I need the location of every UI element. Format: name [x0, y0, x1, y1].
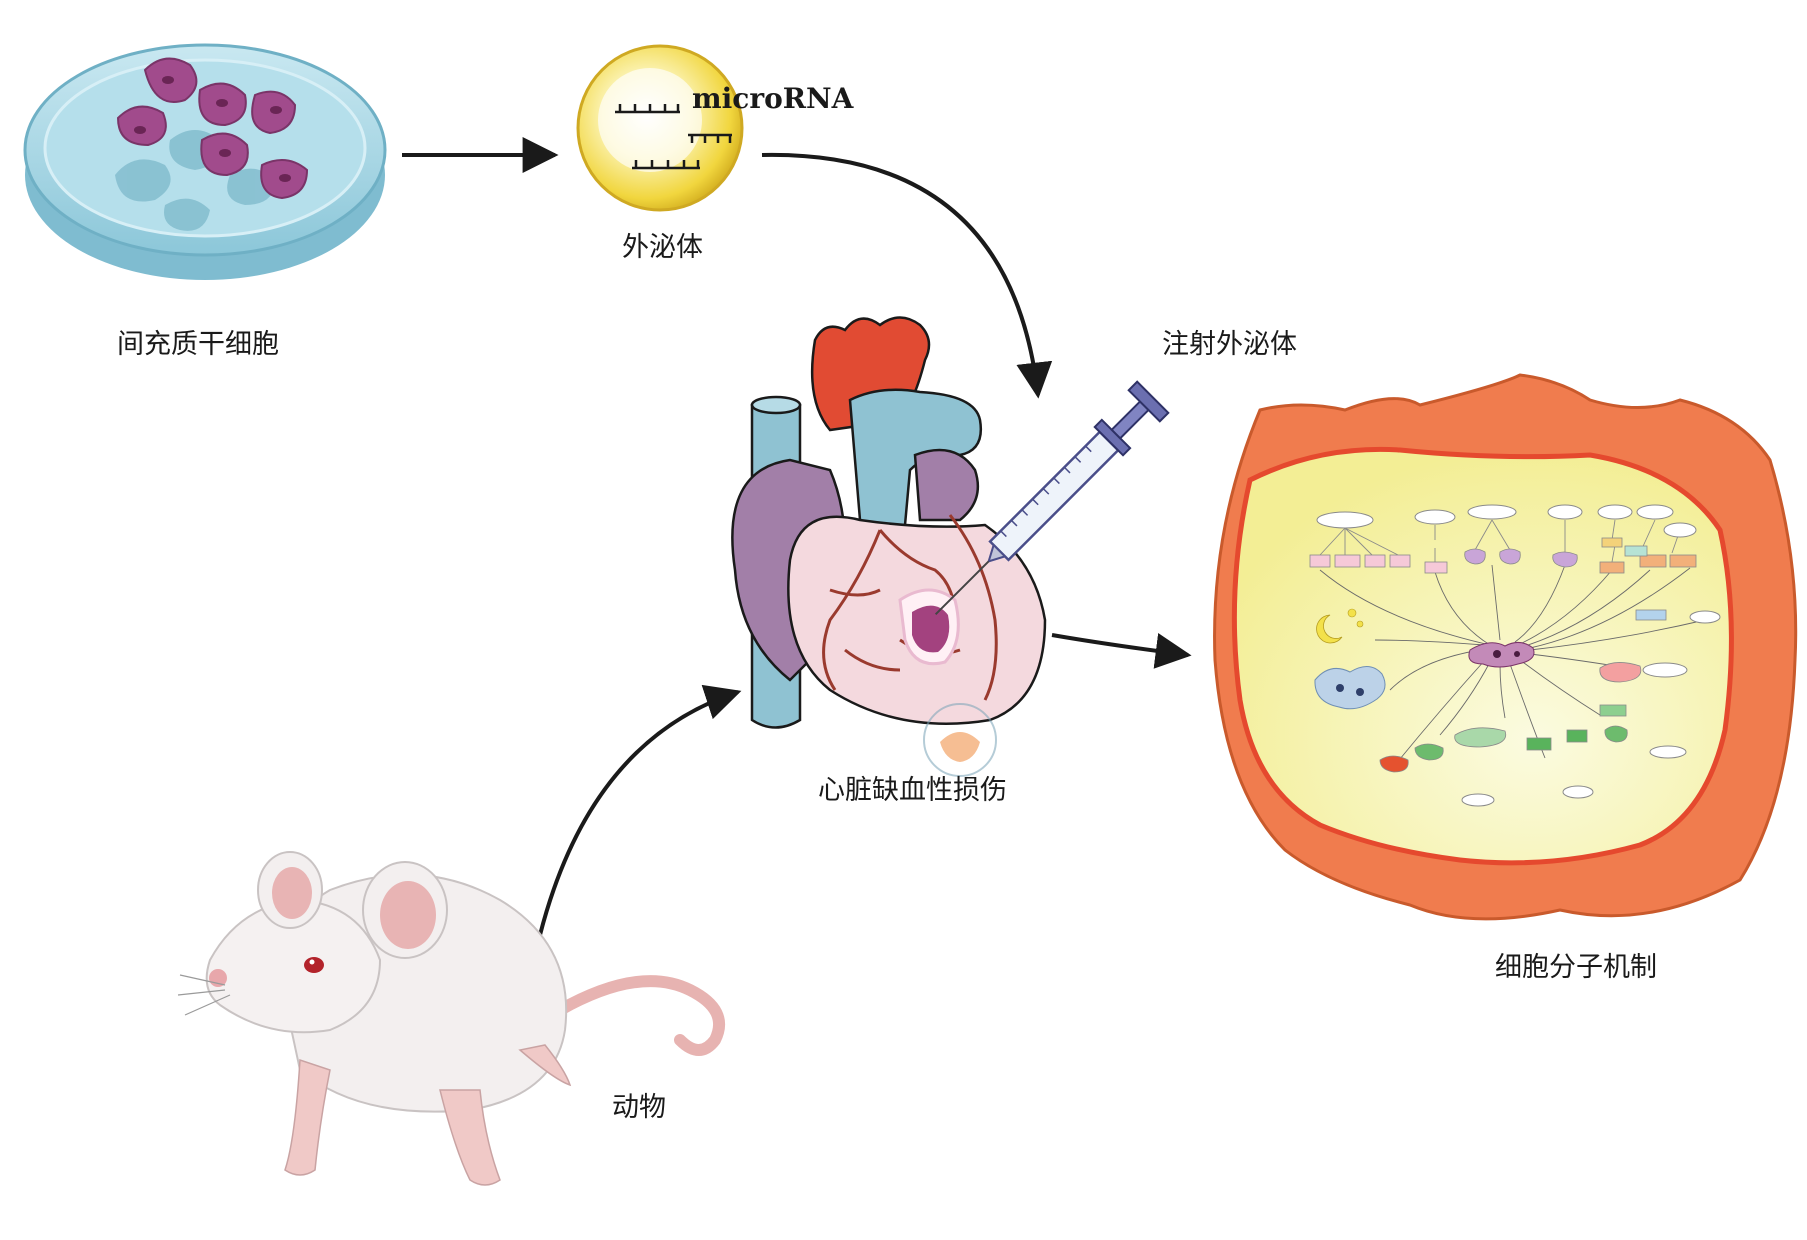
arrow-heart-to-mechanism — [1051, 633, 1192, 669]
mechanism-cell-icon — [1213, 373, 1798, 921]
watermark-stamp — [923, 703, 997, 777]
microrna-label: microRNA — [692, 82, 854, 115]
msc-cell-icon — [116, 57, 309, 200]
exosome-icon — [576, 44, 744, 212]
petri-dish-icon — [23, 43, 387, 280]
injury-label: 心脏缺血性损伤 — [818, 775, 1007, 806]
mechanism-label: 细胞分子机制 — [1495, 952, 1657, 983]
msc-label: 间充质干细胞 — [117, 329, 279, 360]
mouse-icon — [177, 851, 725, 1186]
arrow-exosome-to-heart — [761, 152, 1053, 399]
microrna-strand-icon — [615, 104, 732, 170]
animal-label: 动物 — [612, 1092, 666, 1123]
mechanism-pathway — [1309, 504, 1721, 807]
injection-label: 注射外泌体 — [1162, 329, 1297, 360]
arrow-mouse-to-heart — [538, 684, 742, 936]
exosome-label: 外泌体 — [622, 232, 703, 263]
syringe-icon — [934, 380, 1170, 616]
